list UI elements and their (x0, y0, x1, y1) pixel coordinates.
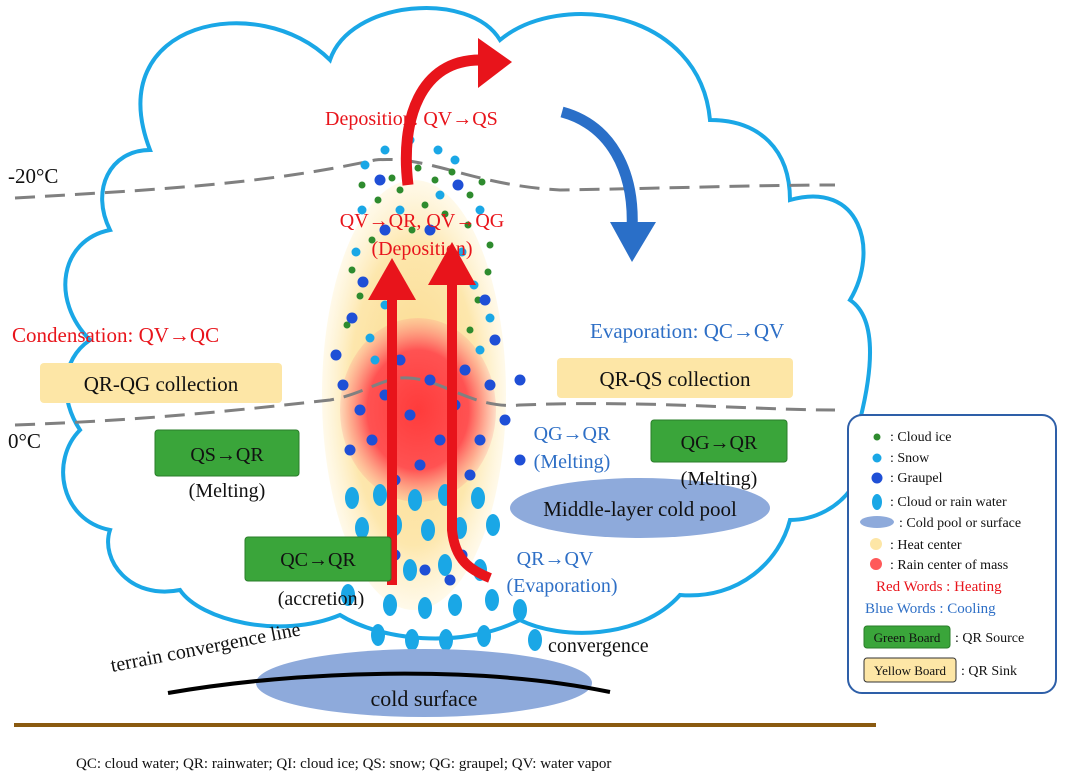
cold-surface-label: cold surface (371, 686, 478, 711)
evaporation-cloud-label: Evaporation: QC→QV (590, 319, 784, 343)
melting-qg-line1: QG→QR (534, 423, 611, 445)
legend-yellow-board-sample-label: Yellow Board (874, 663, 946, 678)
legend-snow-label: : Snow (890, 451, 930, 466)
legend-green-board-desc: : QR Source (955, 631, 1024, 646)
green-board-bottom-label: QC→QR (280, 549, 356, 571)
legend: : Cloud ice : Snow : Graupel : Cloud or … (847, 414, 1057, 694)
green-board-bottom-caption: (accretion) (278, 588, 365, 610)
legend-frame (847, 414, 1057, 694)
deposition-top-label: Deposition: QV→QS (325, 108, 498, 130)
legend-rain-center-label: : Rain center of mass (890, 558, 1008, 573)
convergence-label: convergence (548, 635, 649, 657)
legend-yellow-board-sample (863, 657, 957, 683)
middle-layer-cold-pool-label: Middle-layer cold pool (543, 497, 737, 521)
green-board-bottom (244, 536, 392, 582)
footnote: QC: cloud water; QR: rainwater; QI: clou… (76, 756, 611, 772)
minus20-isotherm (14, 157, 836, 200)
updraft-arrow-left-head (368, 258, 416, 300)
deposition-arrow (400, 54, 490, 186)
legend-red-words: Red Words : Heating (876, 579, 1002, 595)
condensation-label: Condensation: QV→QC (12, 323, 219, 347)
middle-layer-cold-pool (510, 478, 770, 538)
green-board-right-label: QG→QR (681, 432, 758, 454)
evaporation-qr-line1: QR→QV (517, 548, 594, 570)
legend-heat-center-symbol (870, 538, 882, 550)
legend-green-board-sample-label: Green Board (874, 630, 941, 645)
legend-cloud-ice-label: : Cloud ice (890, 430, 951, 445)
legend-cold-pool-label: : Cold pool or surface (899, 516, 1021, 531)
cloud-ice-particles (343, 164, 494, 334)
evaporation-qr-line2: (Evaporation) (506, 575, 617, 597)
cooling-downdraft-arrow (560, 106, 656, 262)
updraft-arrow-right-head (428, 242, 476, 285)
cold-surface (256, 649, 592, 717)
updraft-arrow-right (447, 280, 492, 583)
green-board-left-label: QS→QR (190, 444, 264, 466)
yellow-board-left-label: QR-QG collection (84, 372, 239, 396)
legend-heat-center-label: : Heat center (890, 538, 962, 553)
yellow-board-right-label: QR-QS collection (599, 367, 751, 391)
legend-yellow-board-desc: : QR Sink (961, 664, 1017, 679)
legend-rain-drop-label: : Cloud or rain water (890, 495, 1007, 510)
zero-label: 0°C (8, 429, 41, 453)
zero-isotherm (14, 376, 836, 427)
legend-cold-pool-symbol (860, 516, 894, 528)
green-board-left (154, 429, 300, 477)
deposition-mid-line1: QV→QR, QV→QG (340, 210, 504, 232)
yellow-board-right (557, 358, 793, 398)
deposition-mid-line2: (Deposition) (371, 238, 472, 260)
minus20-label: -20°C (8, 164, 58, 188)
legend-blue-words: Blue Words : Cooling (865, 601, 996, 617)
legend-graupel-symbol (871, 472, 883, 484)
legend-rain-center-symbol (870, 558, 882, 570)
green-board-right (650, 419, 788, 463)
legend-graupel-label: : Graupel (890, 471, 943, 486)
yellow-board-left (40, 363, 282, 403)
deposition-arrow-head (478, 38, 512, 88)
legend-snow-symbol (872, 453, 882, 463)
updraft-arrows (368, 38, 512, 585)
green-board-right-caption: (Melting) (681, 468, 758, 490)
melting-qg-line2: (Melting) (534, 451, 611, 473)
legend-cloud-ice-symbol (873, 433, 881, 441)
legend-green-board-sample (863, 625, 951, 649)
terrain-line (167, 671, 611, 695)
green-board-left-caption: (Melting) (189, 480, 266, 502)
legend-rain-drop-symbol (872, 494, 882, 510)
